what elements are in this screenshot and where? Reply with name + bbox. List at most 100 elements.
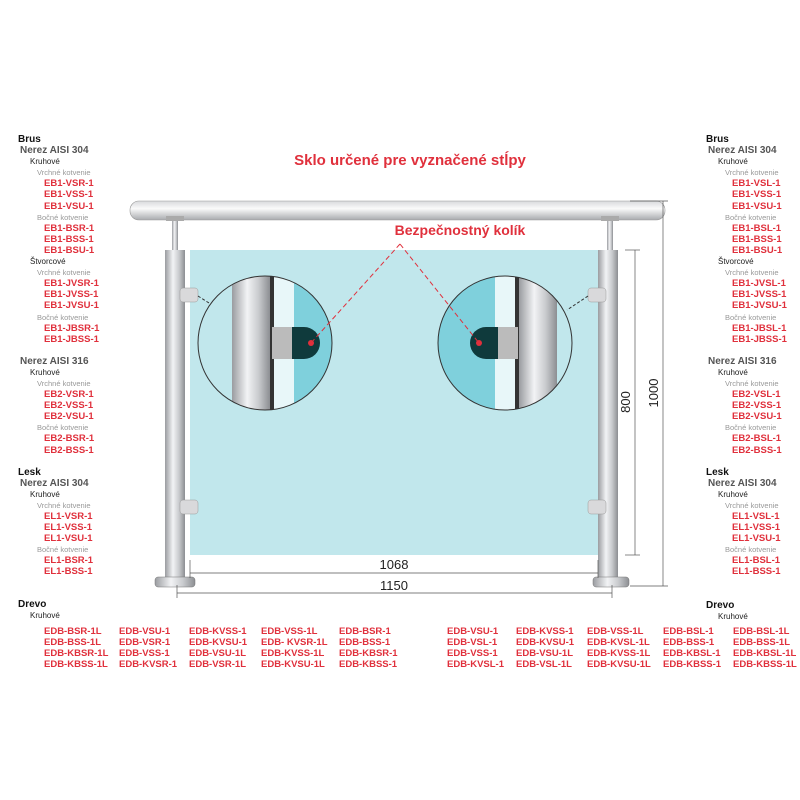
product-code: EL1-VSU-1 (44, 533, 93, 545)
product-code: EDB-BSL-1L (733, 626, 790, 637)
mount-heading: Bočné kotvenie (725, 212, 777, 222)
product-code: EDB-BSS-1 (339, 637, 391, 648)
product-code: EB1-JVSR-1 (44, 278, 99, 290)
mount-heading: Bočné kotvenie (725, 423, 777, 433)
dim-glass-width: 1068 (380, 557, 409, 572)
product-code: EL1-VSL-1 (732, 511, 780, 522)
product-code: EB2-VSU-1 (732, 411, 782, 423)
product-code: EDB-KBSL-1 (663, 648, 721, 659)
product-code: EB1-BSR-1 (44, 222, 95, 234)
product-code: EDB-KVSU-1 (516, 637, 575, 648)
product-code: EB2-VSS-1 (732, 400, 782, 412)
material-heading: Nerez AISI 304 (708, 145, 777, 157)
product-code: EDB-VSU-1L (516, 648, 574, 659)
product-code: EDB-KVSR-1 (119, 659, 178, 670)
callout-line-right (399, 243, 480, 344)
product-code: EB1-VSU-1 (44, 200, 94, 212)
product-code: EB1-BSS-1 (732, 233, 782, 245)
shape-heading: Štvorcové (30, 257, 66, 267)
product-code: EB1-JBSR-1 (44, 322, 100, 334)
right-detail-magnifier (438, 276, 572, 410)
left-post-connector (172, 220, 178, 250)
mount-heading: Vrchné kotvenie (37, 378, 91, 388)
product-code: EL1-BSS-1 (44, 566, 93, 578)
diagram-title: Sklo určené pre vyznačené stĺpy (294, 151, 526, 169)
product-code: EDB-BSL-1 (663, 626, 714, 637)
product-code: EB1-BSU-1 (732, 244, 783, 256)
product-code: EL1-VSS-1 (44, 522, 93, 534)
product-code: EB1-JVSS-1 (44, 289, 99, 301)
right-post-connector (607, 220, 613, 250)
material-heading: Nerez AISI 316 (20, 355, 89, 367)
mount-heading: Vrchné kotvenie (37, 500, 91, 510)
product-code: EB1-JBSS-1 (732, 333, 787, 345)
product-code: EDB-VSS-1L (261, 626, 318, 637)
drevo-right-header: Drevo Kruhové (706, 600, 748, 622)
product-code: EDB-KBSS-1 (663, 659, 722, 670)
mount-heading: Bočné kotvenie (37, 545, 89, 555)
product-code: EL1-VSR-1 (44, 511, 93, 522)
product-code: EB1-VSL-1 (732, 178, 781, 190)
product-code: EDB-KBSS-1L (733, 659, 797, 670)
product-code: EDB-KBSR-1L (44, 648, 109, 659)
shape-heading: Štvorcové (718, 257, 754, 267)
product-code: EDB-KBSR-1 (339, 648, 398, 659)
product-code: EB2-VSR-1 (44, 389, 94, 401)
callout-line-left (310, 243, 401, 344)
mount-heading: Bočné kotvenie (37, 312, 89, 322)
product-code: EDB-VSU-1 (447, 626, 499, 637)
product-code: EB1-BSL-1 (732, 222, 782, 234)
mount-heading: Vrchné kotvenie (37, 168, 91, 178)
product-code: EDB-KVSU-1 (189, 637, 248, 648)
product-code: EDB-VSR-1 (119, 637, 171, 648)
product-code: EB1-JBSS-1 (44, 333, 99, 345)
product-code: EB1-JVSU-1 (44, 300, 99, 312)
product-code: EB2-BSR-1 (44, 433, 95, 445)
left-post (165, 250, 185, 578)
product-code: EB1-BSS-1 (44, 233, 94, 245)
material-heading: Nerez AISI 304 (708, 477, 777, 489)
product-code: EDB-BSS-1L (733, 637, 791, 648)
product-code: EDB-KVSU-1L (587, 659, 651, 670)
dim-glass-height: 800 (618, 391, 633, 413)
product-code: EDB-VSS-1L (587, 626, 644, 637)
shape-heading: Kruhové (30, 157, 60, 167)
mount-heading: Bočné kotvenie (725, 312, 777, 322)
product-code: EDB-VSL-1 (447, 637, 498, 648)
product-code: EB2-BSL-1 (732, 433, 782, 445)
product-code: EDB-VSL-1L (516, 659, 572, 670)
shape-heading: Kruhové (30, 489, 60, 499)
product-code: EDB-KBSL-1L (733, 648, 797, 659)
product-code: EL1-VSU-1 (732, 533, 781, 545)
shape-heading: Kruhové (30, 367, 60, 377)
product-code: EDB-BSR-1 (339, 626, 391, 637)
right-base-plate (592, 576, 630, 588)
dimension-lines (176, 200, 668, 598)
product-code: EDB-VSU-1 (119, 626, 171, 637)
drevo-heading: Drevo (18, 599, 47, 610)
product-code: EDB-BSS-1 (663, 637, 715, 648)
product-code: EL1-BSS-1 (732, 566, 781, 578)
product-code: EDB-VSR-1L (189, 659, 247, 670)
handrail (129, 200, 666, 221)
material-heading: Nerez AISI 316 (708, 355, 777, 367)
mount-heading: Vrchné kotvenie (725, 378, 779, 388)
mount-heading: Vrchné kotvenie (725, 500, 779, 510)
mount-heading: Bočné kotvenie (725, 545, 777, 555)
drevo-sub: Kruhové (718, 612, 748, 622)
mount-heading: Vrchné kotvenie (37, 268, 91, 278)
product-code: EB2-BSS-1 (44, 444, 94, 456)
drevo-sub: Kruhové (30, 611, 60, 621)
safety-pin-callout: Bezpečnostný kolík (395, 222, 526, 238)
dim-total-width: 1150 (380, 578, 408, 593)
product-code: EDB-KVSS-1 (516, 626, 574, 637)
product-code: EB2-VSL-1 (732, 389, 781, 401)
